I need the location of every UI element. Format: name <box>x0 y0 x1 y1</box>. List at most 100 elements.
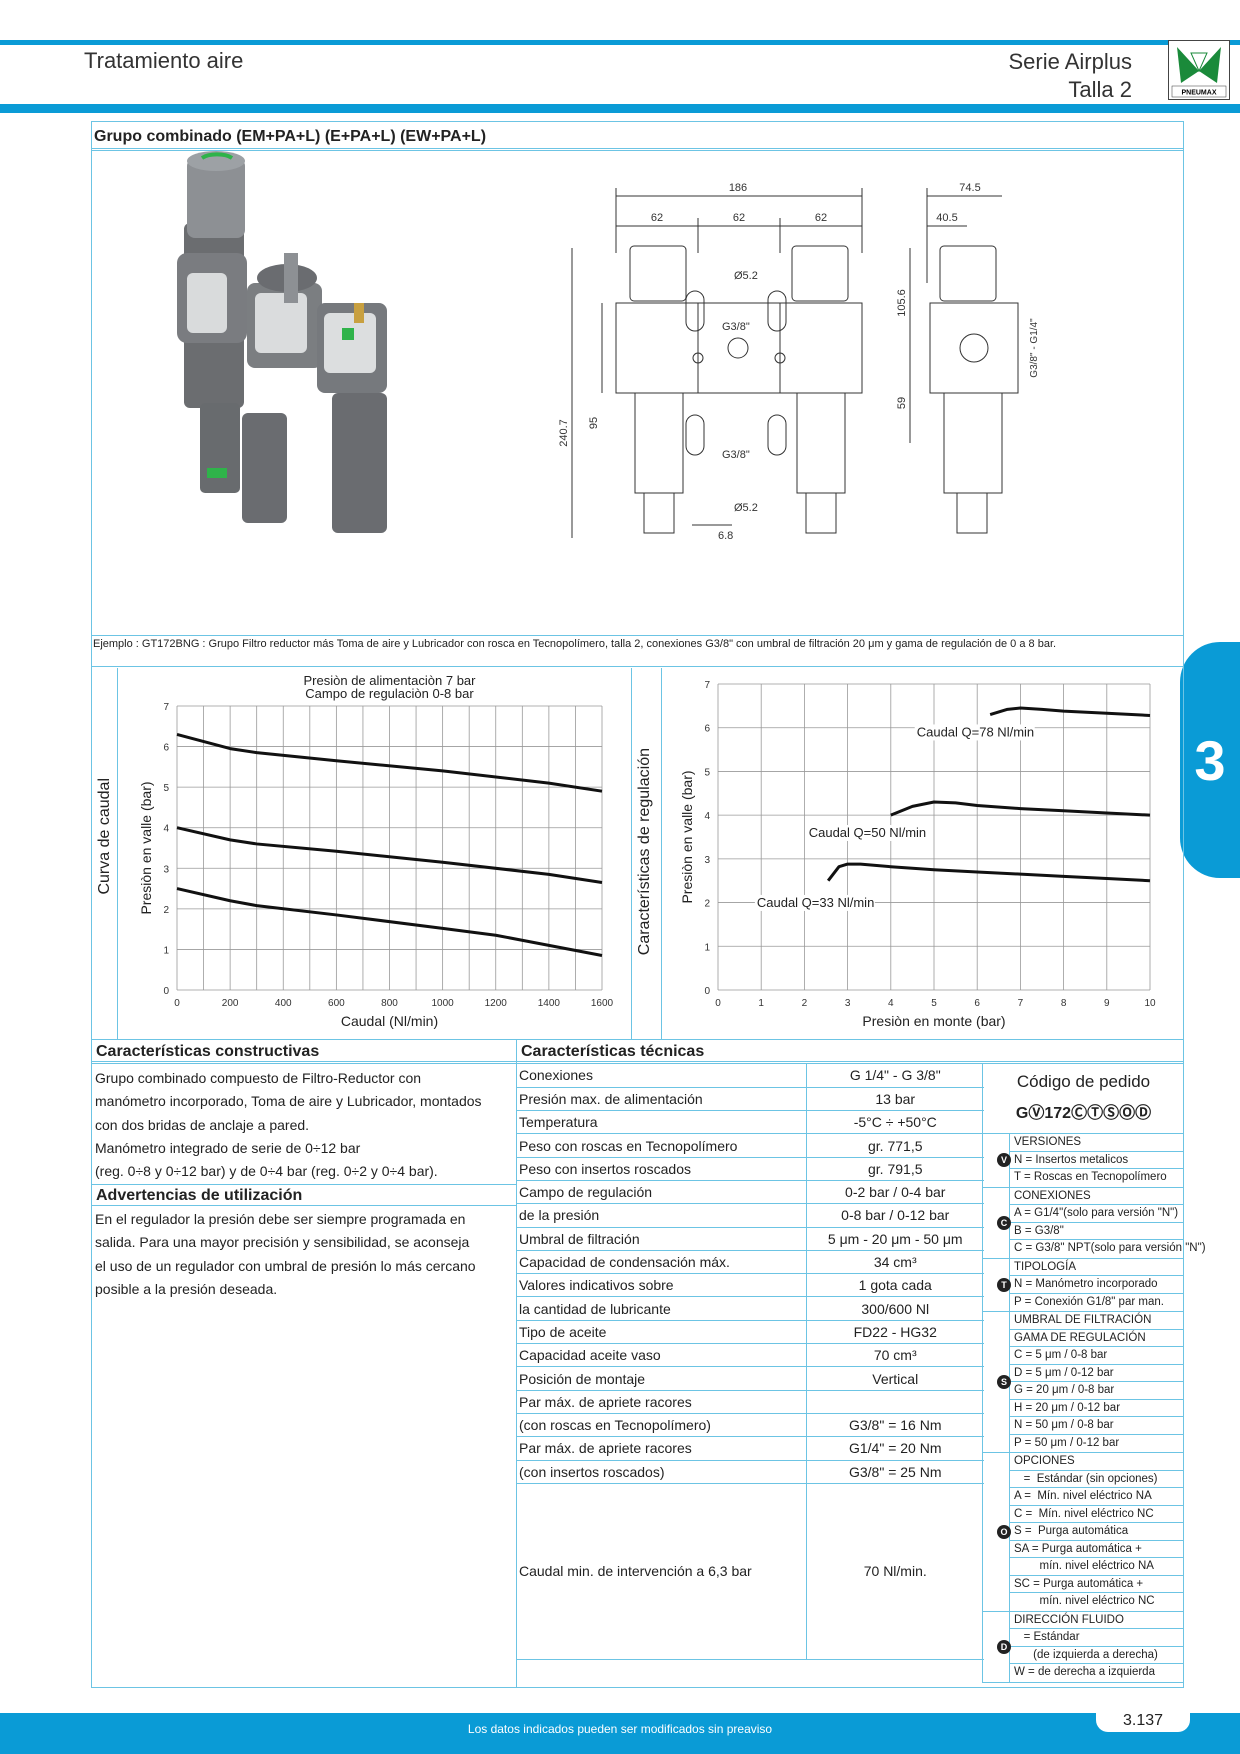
dim-label: 62 <box>651 212 663 224</box>
product-photo <box>177 151 387 533</box>
dim-label: G3/8" <box>722 449 750 461</box>
x-tick-label: 1 <box>758 998 764 1009</box>
dim-label: 95 <box>588 417 600 429</box>
text-line: el uso de un regulador con umbral de pre… <box>95 1257 476 1274</box>
series-size: Talla 2 <box>1068 77 1132 102</box>
order-group-title: CONEXIONES <box>1009 1187 1184 1205</box>
order-option: N = Insertos metalicos <box>1009 1151 1184 1169</box>
order-option: C = 5 μm / 0-8 bar <box>1009 1347 1184 1365</box>
order-option: N = Manómetro incorporado <box>1009 1276 1184 1294</box>
spec-value: 0-2 bar / 0-4 bar <box>805 1180 984 1205</box>
spec-label: Capacidad de condensación máx. <box>516 1250 806 1275</box>
product-figure: 186 62 62 62 Ø5.2 G3/8" 95 240.7 G3/8" Ø… <box>92 151 1183 633</box>
dim-label: 62 <box>733 212 745 224</box>
table-row: Par máx. de apriete racores <box>516 1390 984 1414</box>
spec-value: 0-8 bar / 0-12 bar <box>805 1203 984 1228</box>
chart-subtitle: Campo de regulaciòn 0-8 bar <box>305 686 474 701</box>
order-option: H = 20 μm / 0-12 bar <box>1009 1399 1184 1417</box>
series-line <box>890 800 1151 817</box>
y-tick-label: 7 <box>704 680 710 691</box>
x-tick-label: 7 <box>1018 998 1024 1009</box>
y-tick-label: 1 <box>704 942 710 953</box>
y-tick-label: 4 <box>163 824 169 835</box>
spec-value: 300/600 Nl <box>805 1296 984 1321</box>
x-tick-label: 1200 <box>485 998 508 1009</box>
option-badge-icon: C <box>997 1215 1011 1230</box>
table-row: Capacidad de condensación máx.34 cm³ <box>516 1250 984 1275</box>
y-tick-label: 0 <box>163 986 169 997</box>
x-tick-label: 3 <box>845 998 851 1009</box>
spec-value: 34 cm³ <box>805 1250 984 1275</box>
x-tick-label: 400 <box>275 998 292 1009</box>
section-title: Grupo combinado (EM+PA+L) (E+PA+L) (EW+P… <box>91 121 1184 151</box>
spec-value: 13 bar <box>805 1087 984 1112</box>
example-note: Ejemplo : GT172BNG : Grupo Filtro reduct… <box>92 635 1183 667</box>
x-tick-label: 200 <box>222 998 239 1009</box>
warnings-header: Advertencias de utilización <box>92 1184 516 1206</box>
spec-value: gr. 791,5 <box>805 1157 984 1181</box>
spec-label: Par máx. de apriete racores <box>516 1436 806 1461</box>
order-code: GⓋ172ⒸⓉⓈⓄⒹ <box>983 1099 1184 1134</box>
regulation-panel: Características de regulación <box>632 668 1183 1040</box>
y-tick-label: 2 <box>163 905 169 916</box>
constructive-text: Grupo combinado compuesto de Filtro-Redu… <box>95 1067 482 1183</box>
chart1-section-label: Curva de caudal <box>96 778 113 895</box>
spec-label: (con insertos roscados) <box>516 1460 806 1484</box>
y-axis-label: Presiòn en valle (bar) <box>138 781 154 914</box>
y-tick-label: 5 <box>704 767 710 778</box>
x-tick-label: 6 <box>974 998 980 1009</box>
text-line: Manómetro integrado de serie de 0÷12 bar <box>95 1139 361 1156</box>
y-tick-label: 0 <box>704 986 710 997</box>
spec-value: G3/8" = 25 Nm <box>805 1460 984 1484</box>
x-tick-label: 1000 <box>432 998 455 1009</box>
series-label-bg <box>806 825 927 841</box>
order-option: G = 20 μm / 0-8 bar <box>1009 1382 1184 1400</box>
chapter-tab[interactable]: 3 <box>1180 642 1240 878</box>
y-tick-label: 7 <box>163 702 169 713</box>
top-accent-bar <box>0 40 1240 45</box>
y-tick-label: 6 <box>704 724 710 735</box>
option-badge-icon: V <box>997 1153 1011 1168</box>
option-badge-icon: T <box>997 1277 1011 1292</box>
spec-label: Presión max. de alimentación <box>516 1087 806 1112</box>
table-row: (con roscas en Tecnopolímero)G3/8" = 16 … <box>516 1413 984 1438</box>
option-badge-icon: D <box>997 1639 1011 1654</box>
y-tick-label: 3 <box>704 855 710 866</box>
spec-value: 1 gota cada <box>805 1273 984 1298</box>
content-frame <box>91 121 1184 1688</box>
series-line <box>176 887 603 957</box>
x-axis-label: Caudal (Nl/min) <box>341 1013 438 1029</box>
chart2-section-label: Características de regulación <box>636 748 653 956</box>
series-line <box>826 862 1151 883</box>
order-option: C = G3/8" NPT(solo para versión "N") <box>1009 1240 1206 1258</box>
order-option: C = Mín. nivel eléctrico NC <box>1009 1505 1184 1523</box>
order-option: (de izquierda a derecha) <box>1009 1646 1184 1664</box>
order-option: A = Mín. nivel eléctrico NA <box>1009 1488 1184 1506</box>
x-tick-label: 10 <box>1144 998 1156 1009</box>
order-option: P = 50 μm / 0-12 bar <box>1009 1434 1184 1452</box>
spec-label: (con roscas en Tecnopolímero) <box>516 1413 806 1438</box>
order-option: S = Purga automática <box>1009 1523 1184 1541</box>
series-name: Serie Airplus <box>1008 49 1132 74</box>
order-group-title: DIRECCIÓN FLUIDO <box>1009 1611 1184 1629</box>
dim-label: 6.8 <box>718 530 733 542</box>
x-tick-label: 600 <box>328 998 345 1009</box>
y-tick-label: 3 <box>163 864 169 875</box>
order-group-title: UMBRAL DE FILTRACIÓN <box>1009 1312 1184 1330</box>
dim-label: 40.5 <box>936 212 957 224</box>
series-label-bg <box>914 724 1035 741</box>
x-tick-label: 1600 <box>591 998 614 1009</box>
dim-label: 240.7 <box>558 419 570 447</box>
spec-value: 5 μm - 20 μm - 50 μm <box>805 1227 984 1251</box>
order-option: T = Roscas en Tecnopolímero <box>1009 1169 1184 1187</box>
spec-value: FD22 - HG32 <box>805 1320 984 1345</box>
option-badge-icon: S <box>997 1375 1011 1389</box>
spec-value: G 1/4" - G 3/8" <box>805 1064 984 1088</box>
header-bar <box>0 104 1240 113</box>
x-tick-label: 2 <box>802 998 808 1009</box>
